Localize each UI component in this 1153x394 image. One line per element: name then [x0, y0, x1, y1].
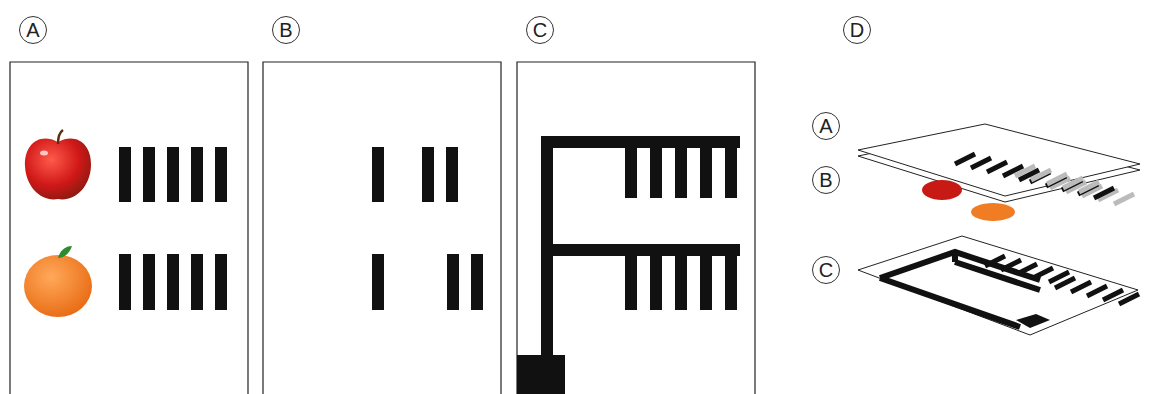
label-letter: C [819, 260, 833, 280]
circle-label: A [19, 16, 47, 44]
circle-label: C [526, 16, 554, 44]
panel-frames [10, 62, 755, 394]
layer-stack [858, 124, 1140, 335]
label-letter: C [533, 20, 547, 40]
label-letter: A [819, 116, 832, 136]
layer-bars [955, 154, 1139, 304]
label-letter: A [26, 20, 39, 40]
circle-label: A [812, 112, 840, 140]
wiring [517, 136, 740, 394]
label-letter: D [850, 20, 864, 40]
label-letter: B [819, 170, 832, 190]
orange [24, 246, 92, 317]
circle-label: C [812, 256, 840, 284]
label-letter: B [279, 20, 292, 40]
circle-label: D [843, 16, 871, 44]
apple [25, 130, 91, 199]
circle-label: B [272, 16, 300, 44]
bar-groups [119, 147, 737, 310]
circle-label: B [812, 166, 840, 194]
